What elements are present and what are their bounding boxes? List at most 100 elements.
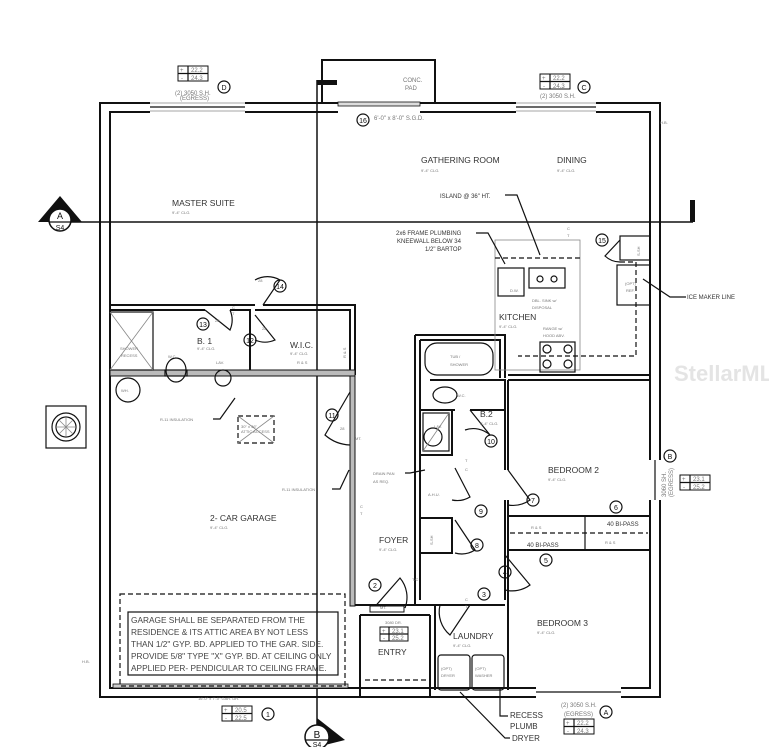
room-garage: 2- CAR GARAGE — [210, 513, 277, 523]
svg-text:13: 13 — [199, 322, 207, 329]
svg-text:R & S: R & S — [342, 347, 347, 358]
svg-text:9'-4" CLG.: 9'-4" CLG. — [557, 168, 575, 173]
svg-text:28: 28 — [258, 278, 263, 283]
svg-text:6'-0" x 8'-0" S.G.D.: 6'-0" x 8'-0" S.G.D. — [374, 116, 424, 122]
svg-text:9'-4" CLG.: 9'-4" CLG. — [499, 324, 517, 329]
interior-walls — [109, 235, 651, 697]
svg-text:(OPT): (OPT) — [625, 281, 637, 286]
svg-text:C: C — [567, 226, 570, 231]
svg-text:-: - — [683, 485, 685, 491]
annotations: ISLAND @ 36" HT. 2x6 FRAME PLUMBING KNEE… — [82, 120, 735, 743]
svg-text:C: C — [360, 504, 363, 509]
ac-condenser-icon — [45, 405, 87, 449]
svg-text:(EGRESS): (EGRESS) — [669, 468, 675, 497]
svg-text:T: T — [232, 311, 235, 316]
svg-text:9'-4" CLG.: 9'-4" CLG. — [548, 477, 566, 482]
svg-text:16'-0" x 7'-0" GAR. DR.: 16'-0" x 7'-0" GAR. DR. — [198, 696, 239, 701]
section-line-a: A S4 — [38, 196, 695, 232]
svg-text:(2) 3050 S.H.: (2) 3050 S.H. — [561, 703, 597, 709]
window-a: (2) 3050 S.H. (EGRESS) — [536, 686, 621, 718]
svg-text:24.3: 24.3 — [191, 76, 203, 82]
svg-text:9'-4" CLG.: 9'-4" CLG. — [421, 168, 439, 173]
door-numbers: 2 3 4 5 6 7 8 9 10 11 12 13 14 15 16 28 … — [196, 113, 623, 601]
svg-text:R & S: R & S — [297, 360, 308, 365]
room-dining: DINING — [557, 155, 587, 165]
svg-text:28: 28 — [215, 318, 220, 323]
svg-text:9'-4" CLG.: 9'-4" CLG. — [210, 525, 228, 530]
svg-text:C: C — [465, 467, 468, 472]
svg-text:B: B — [314, 730, 321, 741]
svg-text:D.W.: D.W. — [510, 288, 519, 293]
svg-text:R-11 INSULATION: R-11 INSULATION — [160, 417, 193, 422]
svg-text:+: + — [180, 68, 184, 74]
svg-text:28: 28 — [262, 326, 267, 331]
room-entry: ENTRY — [378, 647, 407, 657]
svg-text:1/2" BARTOP: 1/2" BARTOP — [425, 247, 462, 253]
svg-text:20.5: 20.5 — [235, 708, 247, 714]
svg-text:-: - — [543, 84, 545, 90]
svg-text:-: - — [383, 636, 385, 642]
svg-text:ISLAND @ 36" HT.: ISLAND @ 36" HT. — [440, 194, 491, 200]
dryer-vent-label: DRYER — [512, 734, 540, 743]
svg-text:9'-4" CLG.: 9'-4" CLG. — [290, 351, 308, 356]
svg-text:C: C — [232, 305, 235, 310]
window-c: (2) 3050 S.H. — [516, 94, 596, 114]
svg-text:APPLIED PER- PENDICULAR TO CEI: APPLIED PER- PENDICULAR TO CEILING FRAME… — [131, 663, 327, 673]
svg-text:DRAIN PAN: DRAIN PAN — [373, 471, 395, 476]
svg-text:WASHER: WASHER — [475, 673, 493, 678]
svg-text:A: A — [604, 710, 609, 717]
svg-text:S4: S4 — [313, 742, 322, 747]
svg-text:PROVIDE 5/8" TYPE "X" GYP. BD.: PROVIDE 5/8" TYPE "X" GYP. BD. AT CEILIN… — [131, 651, 332, 661]
svg-text:THAN 1/2" GYP. BD. APPLIED TO: THAN 1/2" GYP. BD. APPLIED TO THE GAR. S… — [131, 639, 323, 649]
svg-text:10: 10 — [487, 439, 495, 446]
svg-text:22.2: 22.2 — [577, 721, 589, 727]
svg-text:28: 28 — [340, 426, 345, 431]
svg-text:H.B.: H.B. — [82, 659, 90, 664]
svg-text:9'-4" CLG.: 9'-4" CLG. — [197, 346, 215, 351]
svg-text:HOOD ABV.: HOOD ABV. — [543, 333, 565, 338]
svg-text:-: - — [225, 716, 227, 722]
section-line-b: B S4 — [304, 80, 345, 747]
svg-text:H.B.: H.B. — [660, 120, 668, 125]
svg-text:3080 DR.: 3080 DR. — [385, 620, 402, 625]
svg-text:RANGE w/: RANGE w/ — [543, 326, 563, 331]
svg-text:14: 14 — [276, 284, 284, 291]
svg-text:T: T — [360, 511, 363, 516]
room-bedroom3: BEDROOM 3 — [537, 618, 588, 628]
svg-text:40 BI-PASS: 40 BI-PASS — [607, 522, 639, 528]
garage-separation-note: GARAGE SHALL BE SEPARATED FROM THE RESID… — [119, 593, 346, 687]
svg-text:15: 15 — [598, 238, 606, 245]
svg-text:SHOWER: SHOWER — [120, 346, 138, 351]
svg-text:RESIDENCE & ITS ATTIC AREA BY: RESIDENCE & ITS ATTIC AREA BY NOT LESS — [131, 627, 309, 637]
svg-text:+: + — [224, 708, 228, 714]
svg-text:1: 1 — [266, 712, 270, 719]
svg-text:22.5: 22.5 — [235, 716, 247, 722]
svg-text:5: 5 — [544, 558, 548, 565]
svg-text:9'-4" CLG.: 9'-4" CLG. — [453, 643, 471, 648]
svg-text:LAV.: LAV. — [216, 360, 224, 365]
window-d: (2) 3050 S.H. (EGRESS) — [150, 91, 245, 114]
svg-text:30" x 36": 30" x 36" — [241, 424, 258, 429]
svg-text:T: T — [465, 458, 468, 463]
door-tag-garage: + - 20.5 22.5 1 — [221, 705, 275, 722]
svg-text:MT.: MT. — [355, 436, 361, 441]
svg-text:LAV.: LAV. — [434, 424, 442, 429]
svg-text:SHOWER: SHOWER — [450, 362, 468, 367]
svg-text:R & S: R & S — [605, 540, 616, 545]
svg-text:ICE MAKER LINE: ICE MAKER LINE — [687, 295, 735, 301]
svg-text:T/C: T/C — [412, 577, 419, 582]
room-labels: GATHERING ROOM 9'-4" CLG. DINING 9'-4" C… — [172, 155, 599, 657]
sliding-glass-door: 6'-0" x 8'-0" S.G.D. — [337, 101, 424, 122]
svg-text:16: 16 — [359, 118, 367, 125]
svg-text:25.2: 25.2 — [693, 485, 705, 491]
svg-text:9'-4" CLG.: 9'-4" CLG. — [480, 421, 498, 426]
svg-text:PLUMB: PLUMB — [510, 722, 538, 731]
svg-text:2x6 FRAME PLUMBING: 2x6 FRAME PLUMBING — [396, 231, 462, 237]
room-gathering: GATHERING ROOM — [421, 155, 500, 165]
svg-text:(EGRESS): (EGRESS) — [180, 96, 209, 102]
room-wic: W.I.C. — [290, 340, 313, 350]
room-b2: B.2 — [480, 409, 493, 419]
svg-text:9'-4" CLG.: 9'-4" CLG. — [379, 547, 397, 552]
svg-text:9: 9 — [479, 509, 483, 516]
svg-text:ATTIC ACCESS: ATTIC ACCESS — [241, 429, 270, 434]
